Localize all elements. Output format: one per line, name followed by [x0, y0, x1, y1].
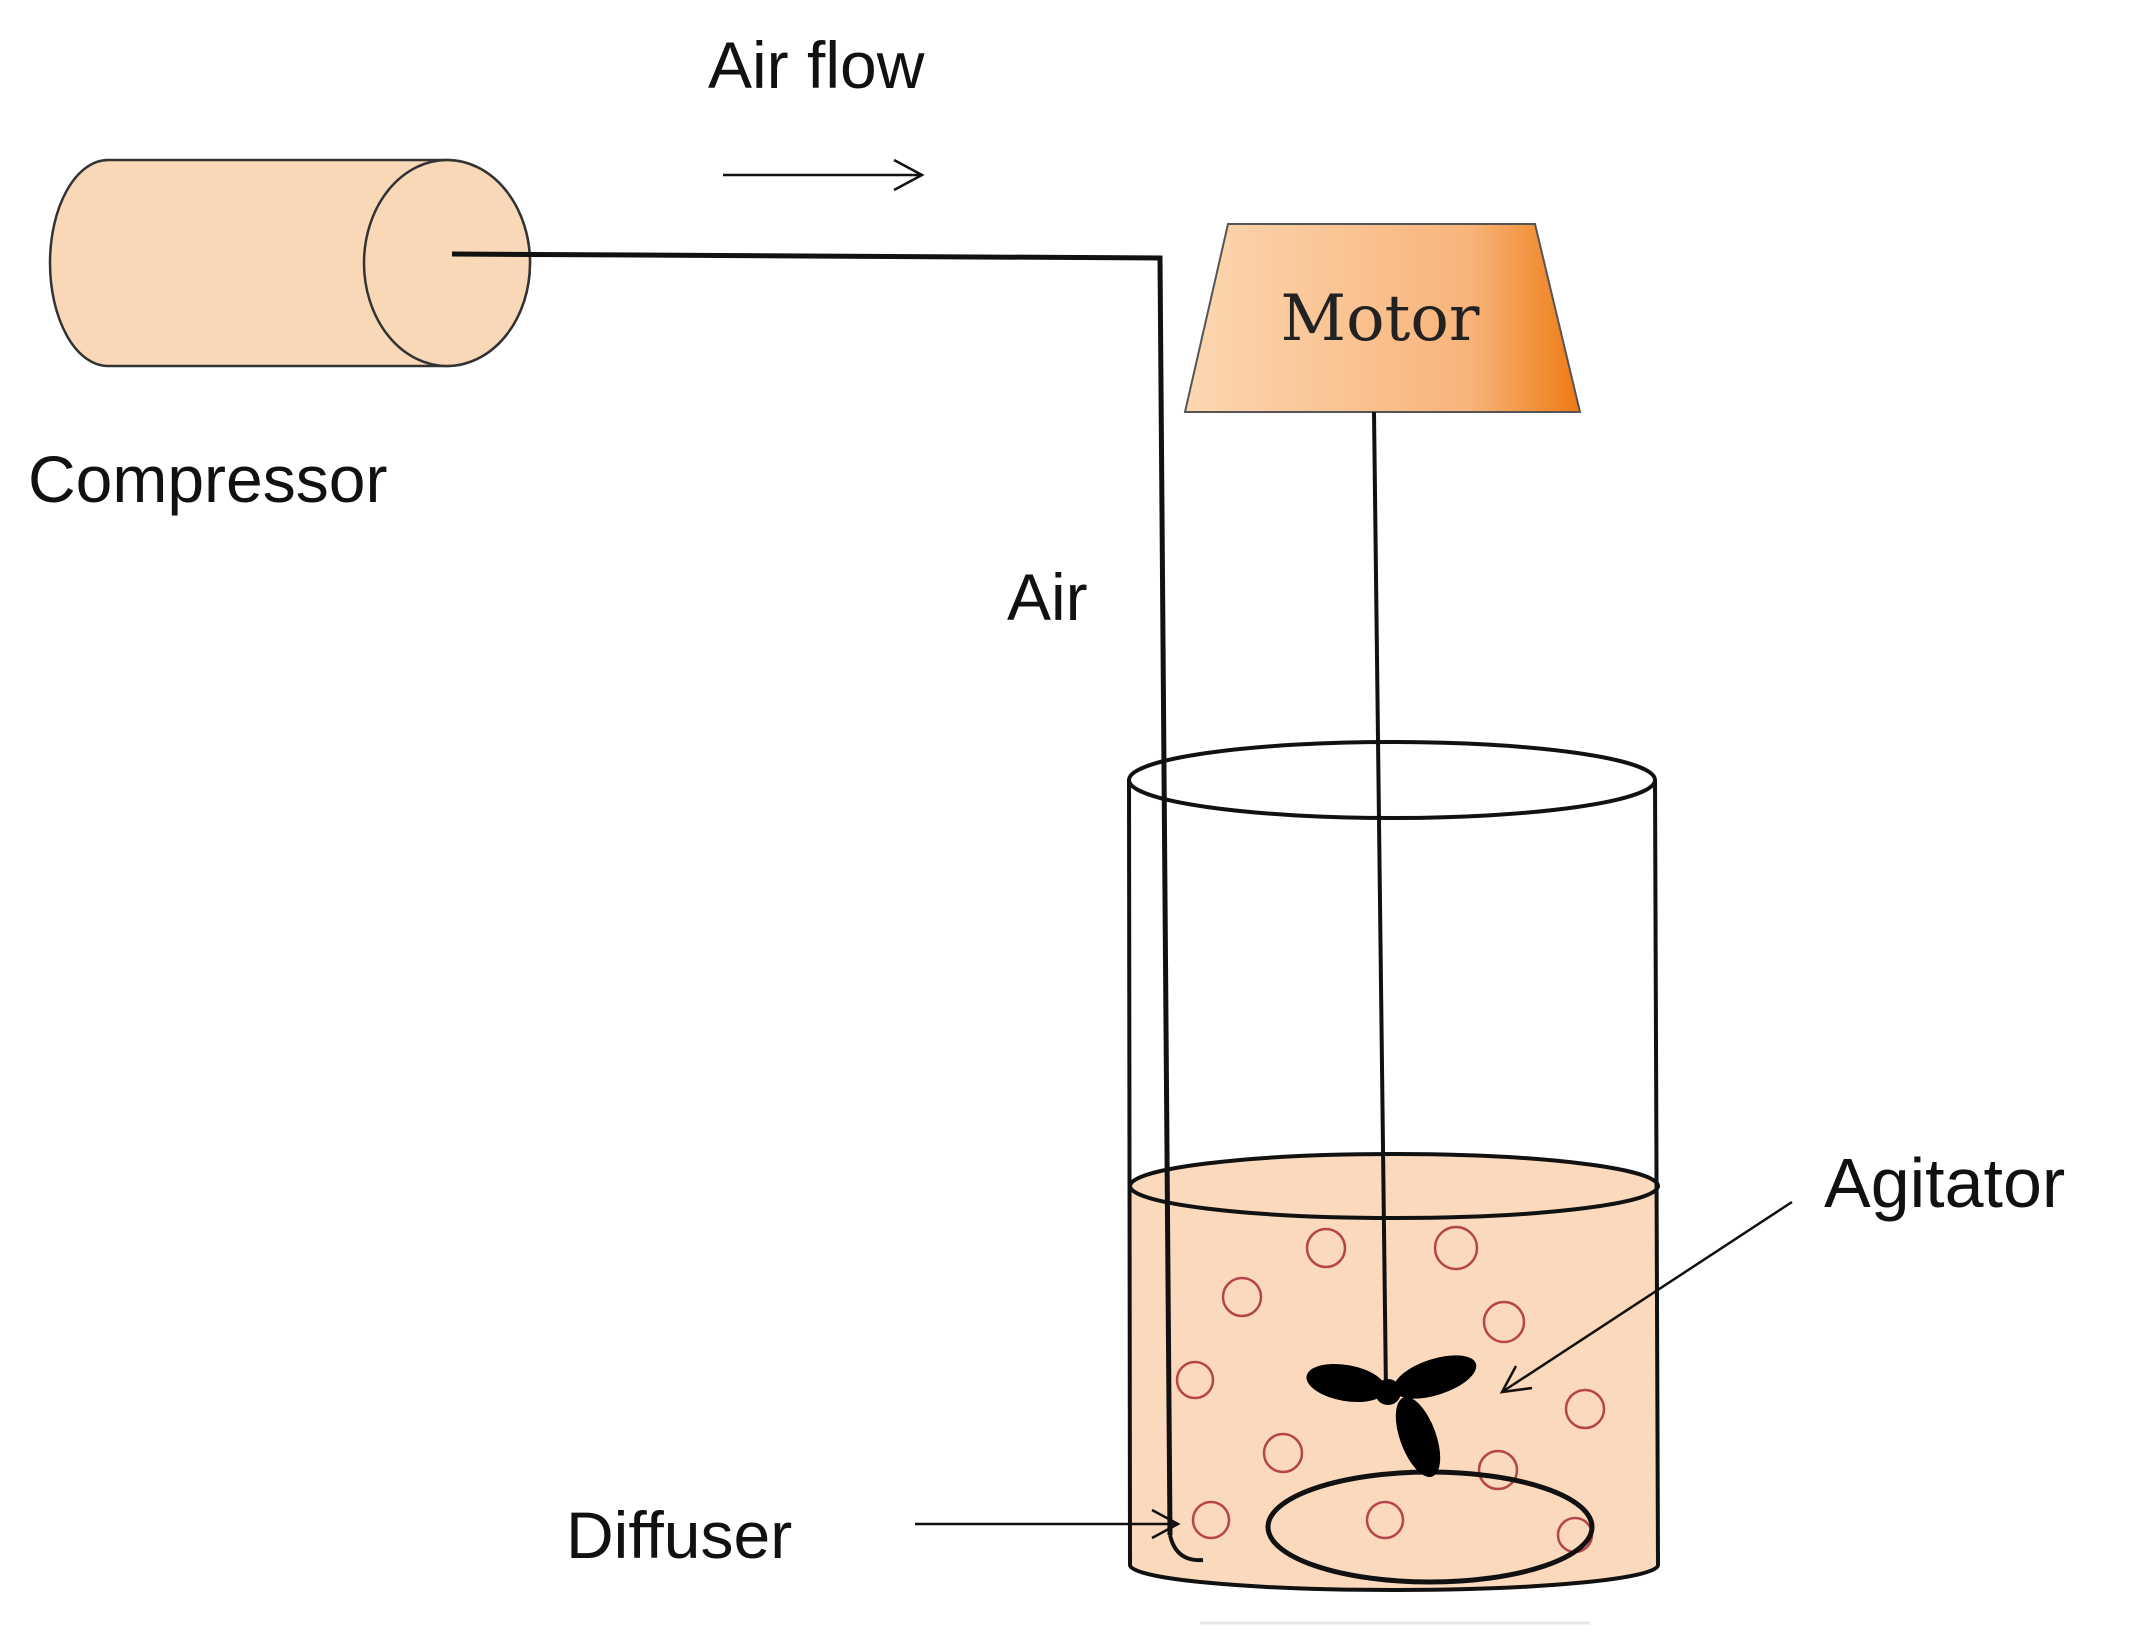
- motor-label: Motor: [1281, 282, 1480, 356]
- air-flow-label: Air flow: [708, 28, 925, 102]
- air-bubbles: [1175, 1225, 1606, 1554]
- compressor: [48, 158, 532, 368]
- air-pipe: [451, 251, 1204, 1563]
- air-bubble: [1365, 1500, 1405, 1540]
- air-bubble: [1262, 1432, 1304, 1474]
- agitator-arrow: [1499, 1200, 1793, 1394]
- vessel: [1127, 740, 1660, 1592]
- motor: [1183, 223, 1582, 413]
- liquid: [1128, 1152, 1660, 1590]
- air-bubble: [1191, 1500, 1231, 1540]
- air-bubble: [1305, 1227, 1347, 1269]
- agitator-impeller: [1306, 1355, 1477, 1477]
- air-bubble: [1477, 1449, 1519, 1491]
- agitator-label: Agitator: [1824, 1144, 2065, 1222]
- air-bubble: [1175, 1360, 1215, 1400]
- agitator-shaft: [1372, 411, 1388, 1394]
- diffuser-arrow: [915, 1508, 1181, 1540]
- air-flow-arrow: [723, 158, 925, 192]
- compressor-label: Compressor: [28, 442, 387, 516]
- air-bubble: [1433, 1225, 1479, 1271]
- air-bubble: [1564, 1388, 1606, 1430]
- air-bubble: [1482, 1300, 1526, 1344]
- diffuser-label: Diffuser: [566, 1498, 792, 1572]
- air-bubble: [1221, 1276, 1263, 1318]
- air-label: Air: [1007, 560, 1088, 634]
